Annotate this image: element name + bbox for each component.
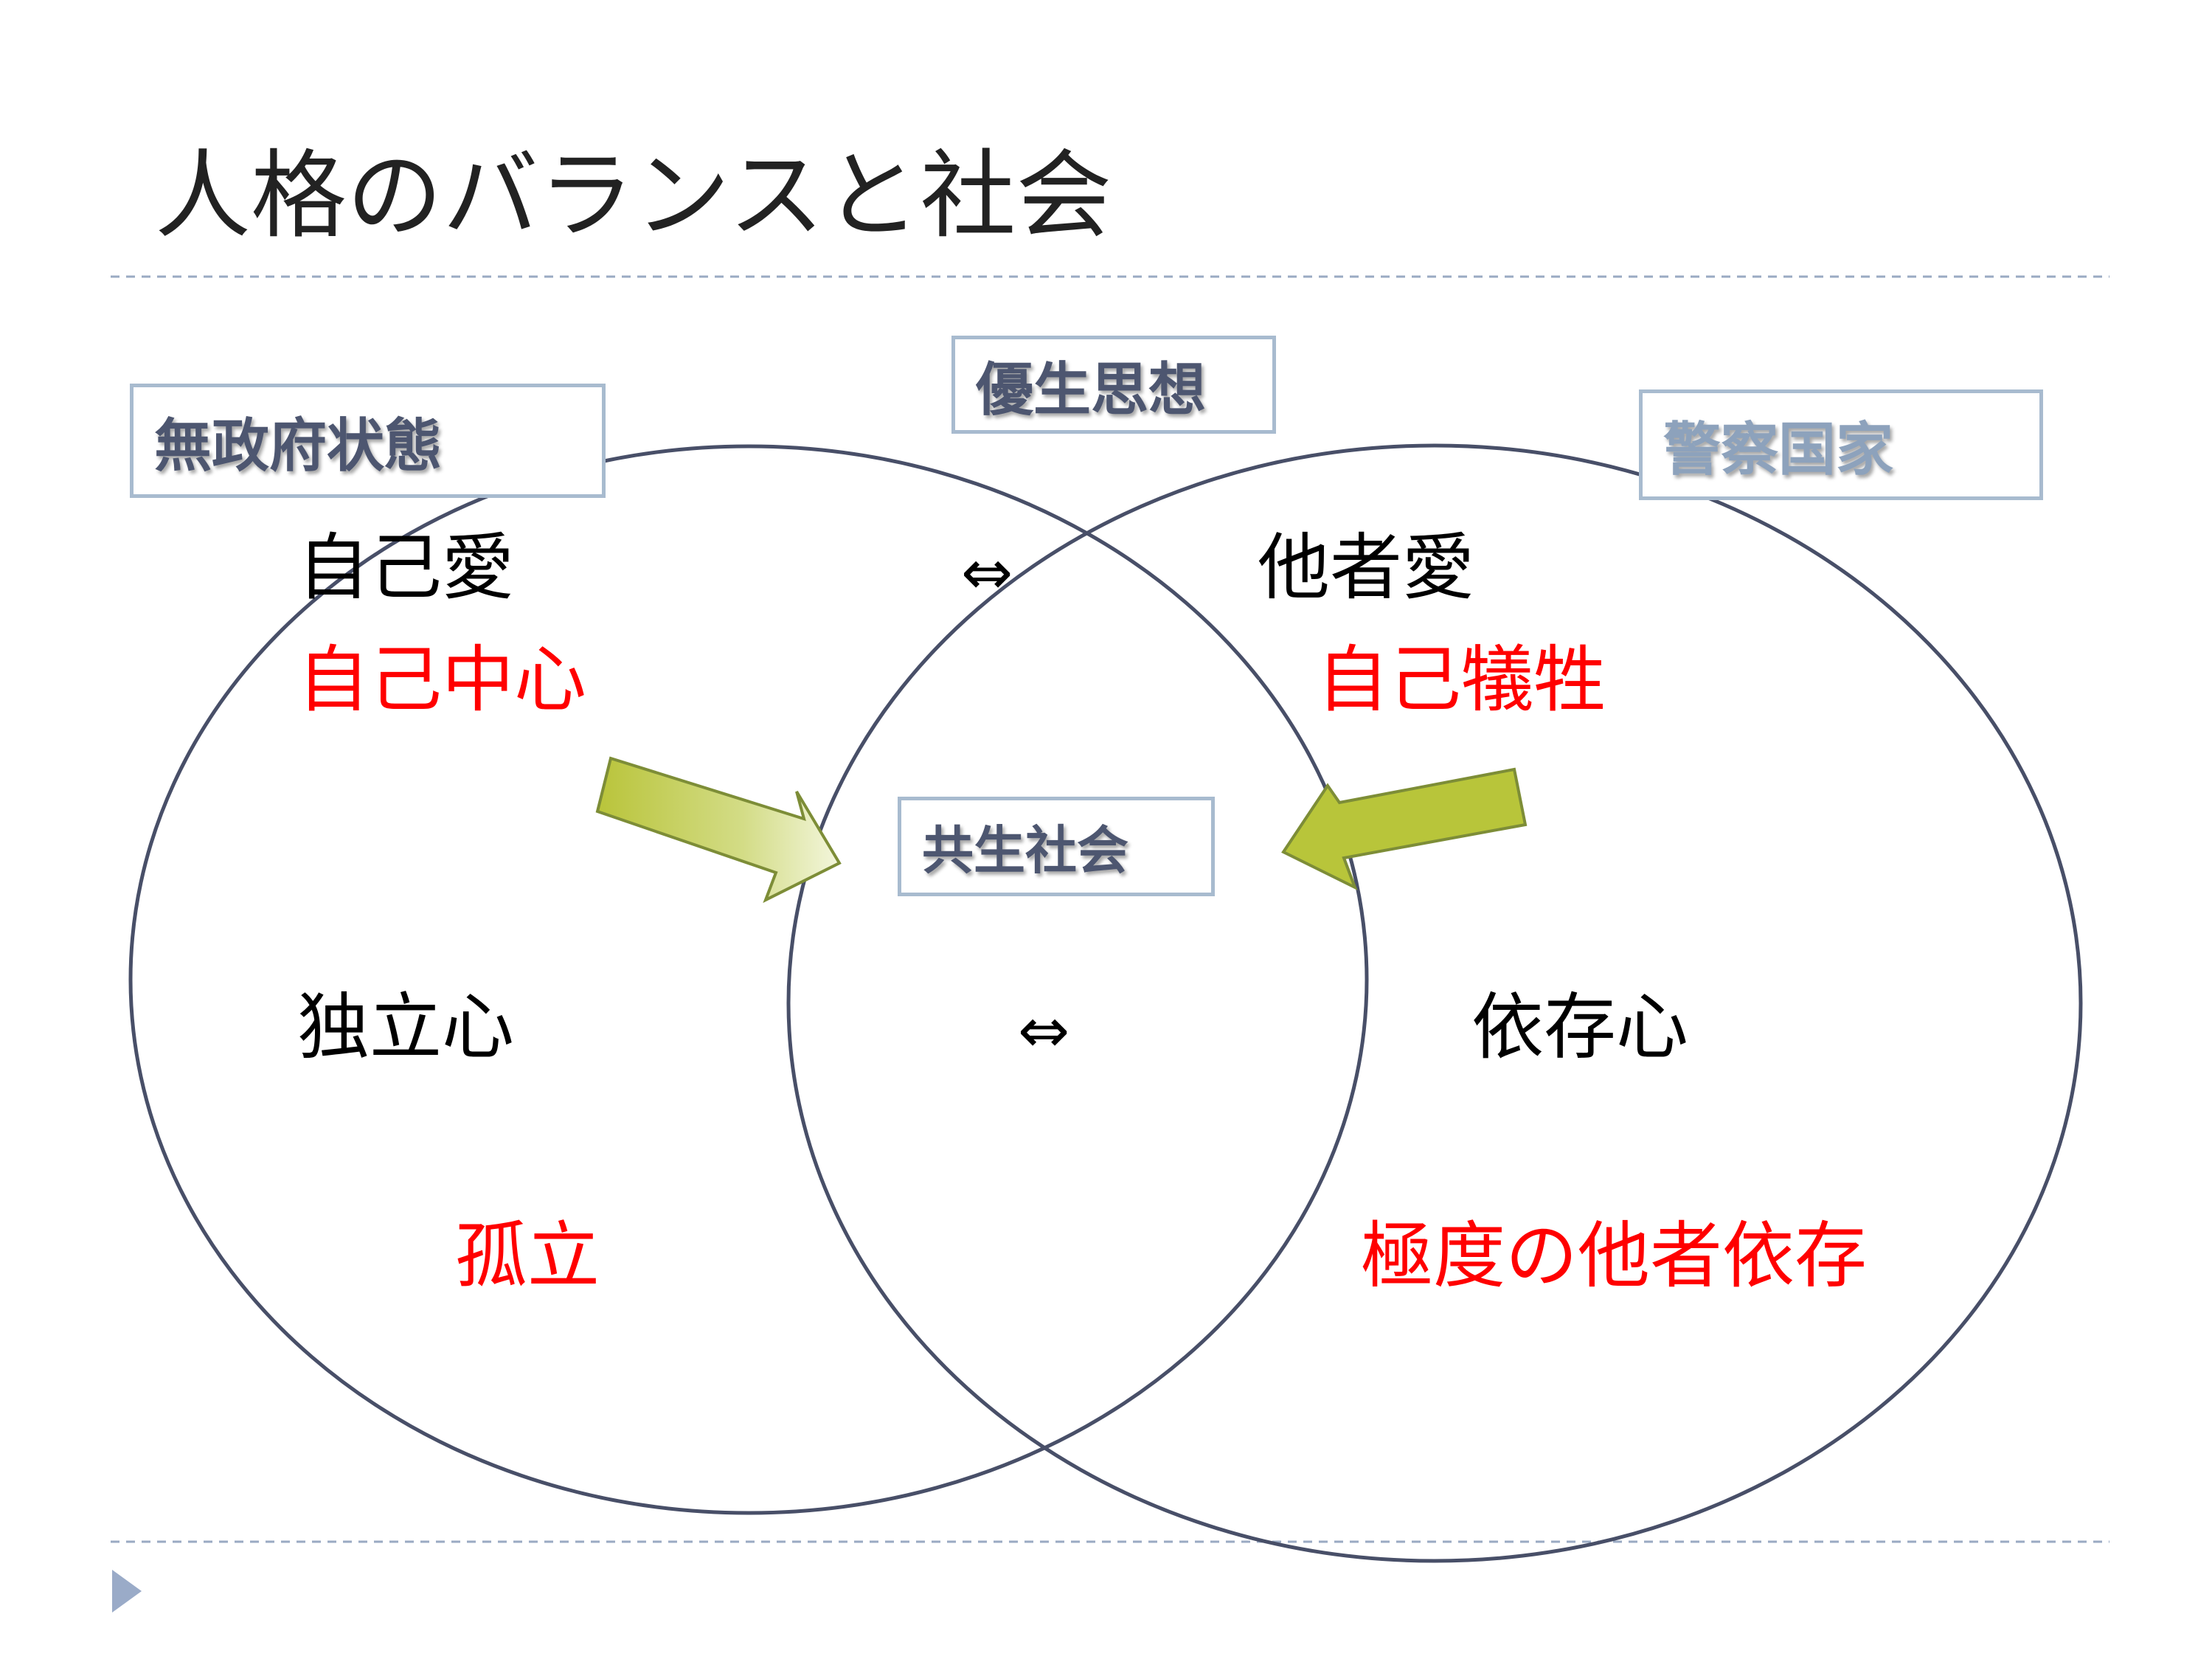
right-circle xyxy=(786,443,2083,1563)
triangle-bullet-icon xyxy=(112,1570,142,1613)
right-extreme-self-sacrifice: 自己犠牲 xyxy=(1317,638,1606,722)
right-block-arrow-icon xyxy=(1281,767,1528,891)
left-trait-self-love: 自己愛 xyxy=(297,526,515,610)
slide-title: 人格のバランスと社会 xyxy=(155,139,1112,252)
right-extreme-over-dependence: 極度の他者依存 xyxy=(1361,1214,1868,1298)
left-circle xyxy=(128,444,1369,1515)
eugenics-box: 優生思想 xyxy=(951,336,1276,434)
versus-arrow-middle: ⇔ xyxy=(1018,994,1070,1067)
right-trait-dependence: 依存心 xyxy=(1471,986,1689,1070)
symbiotic-society-box: 共生社会 xyxy=(898,797,1215,896)
left-trait-independence: 独立心 xyxy=(297,986,515,1070)
right-trait-altruism: 他者愛 xyxy=(1258,526,1475,610)
symbiotic-society-label: 共生社会 xyxy=(922,820,1128,881)
police-state-box: 警察国家 xyxy=(1639,389,2043,500)
eugenics-label: 優生思想 xyxy=(976,356,1207,423)
police-state-label: 警察国家 xyxy=(1663,417,1894,483)
left-block-arrow-icon xyxy=(595,756,842,904)
left-extreme-self-centered: 自己中心 xyxy=(297,638,587,722)
versus-arrow-top: ⇔ xyxy=(961,536,1013,609)
anarchy-label: 無政府状態 xyxy=(154,412,443,479)
left-extreme-isolation: 孤立 xyxy=(455,1214,600,1298)
anarchy-box: 無政府状態 xyxy=(130,384,606,498)
